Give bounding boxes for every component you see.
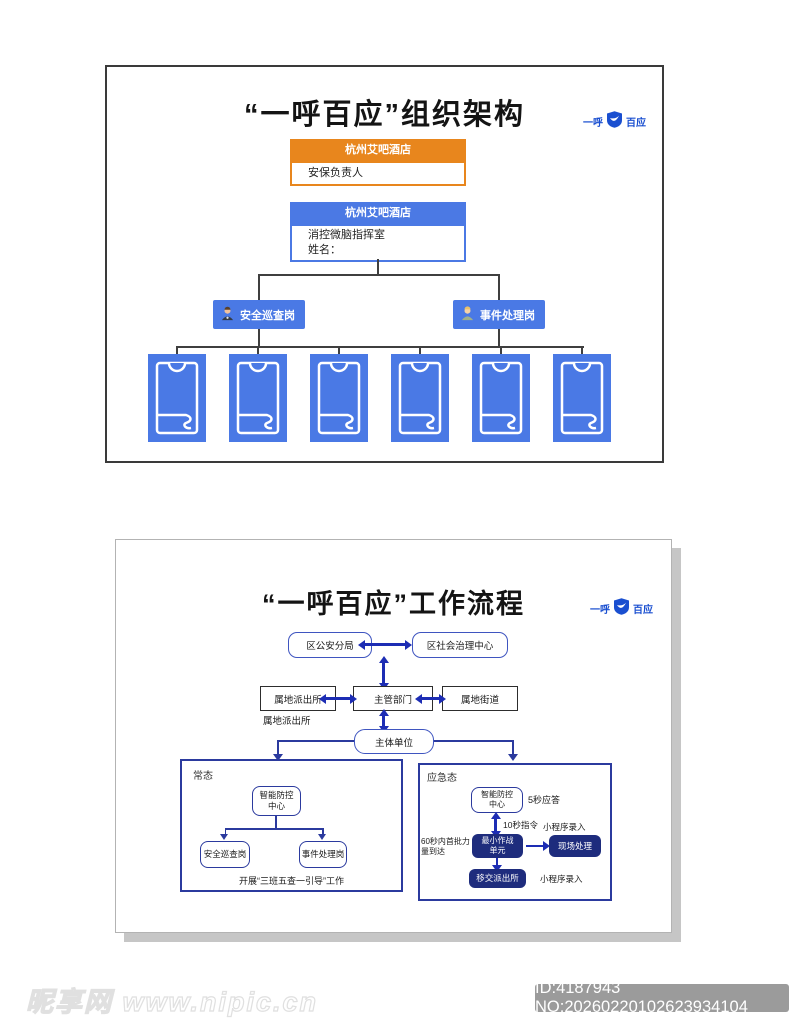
- panel-label: 常态: [193, 771, 213, 782]
- branch-label: 事件处理岗: [480, 309, 535, 322]
- connector-line: [176, 346, 584, 348]
- staff-badge-icon: [391, 354, 449, 442]
- connector-line: [225, 828, 323, 830]
- brand-logo-prefix: 一呼: [590, 604, 610, 616]
- node-smart-control-center: 智能防控 中心: [252, 786, 301, 816]
- node-safety-patrol: 安全巡查岗: [200, 841, 250, 868]
- connector-line: [258, 274, 500, 276]
- brand-logo-suffix: 百应: [626, 117, 646, 129]
- node-line2: 中心: [267, 801, 285, 811]
- node-smart-control-center: 智能防控 中心: [471, 787, 523, 813]
- normal-panel-footer: 开展“三班五查一引导”工作: [239, 876, 344, 886]
- double-arrow-vertical: [378, 656, 389, 690]
- connector-line: [275, 816, 277, 829]
- connector-line: [498, 274, 500, 300]
- connector-line: [278, 740, 354, 742]
- org-node-body-line2: 姓名：: [308, 244, 341, 256]
- single-arrow-down: [492, 858, 502, 872]
- event-staff-icon: [460, 305, 475, 324]
- node-line1: 智能防控: [259, 790, 294, 801]
- branch-safety-patrol: 安全巡查岗: [213, 300, 305, 329]
- connector-line: [512, 740, 514, 755]
- staff-badge-icon: [472, 354, 530, 442]
- security-guard-icon: [220, 306, 235, 324]
- node-transfer-to-station: 移交派出所: [469, 869, 526, 888]
- connector-line: [434, 740, 513, 742]
- node-incident-handling: 事件处理岗: [299, 841, 347, 868]
- branch-label: 安全巡查岗: [240, 309, 295, 322]
- connector-line: [338, 346, 340, 356]
- label-applet-entry-bottom: 小程序录入: [540, 874, 583, 884]
- arrowhead-down: [220, 834, 228, 840]
- connector-line: [377, 259, 379, 274]
- double-arrow-horizontal: [358, 639, 412, 650]
- node-line2: 中心: [489, 800, 505, 809]
- label-applet-entry-top: 小程序录入: [543, 822, 586, 832]
- flow-chart-title: “一呼百应”工作流程: [262, 589, 525, 619]
- label-command-time: 10秒指令: [503, 820, 538, 830]
- connector-line: [419, 346, 421, 356]
- org-node-hotel-security: 杭州艾吧酒店 安保负责人: [290, 139, 466, 186]
- staff-badge-icon: [553, 354, 611, 442]
- brand-logo-prefix: 一呼: [583, 117, 603, 129]
- staff-badge-icon: [310, 354, 368, 442]
- node-governance-center: 区社会治理中心: [412, 632, 508, 658]
- double-arrow-vertical: [378, 709, 389, 733]
- org-chart-title: “一呼百应”组织架构: [243, 99, 525, 131]
- connector-line: [498, 329, 500, 346]
- connector-line: [258, 274, 260, 300]
- connector-line: [277, 740, 279, 755]
- connector-line: [500, 346, 502, 356]
- stray-label-local-station: 属地派出所: [263, 716, 311, 727]
- org-chart-card: “一呼百应”组织架构 一呼 百应 杭州艾吧酒店 安保负责人 杭州艾吧酒店 消控微…: [105, 65, 664, 463]
- arrowhead-down: [508, 754, 518, 761]
- connector-line: [581, 346, 583, 356]
- watermark-id-badge: ID:4187943 NO:20260220102623934104: [535, 979, 789, 1016]
- connector-line: [258, 329, 260, 346]
- panel-emergency-state: 应急态 智能防控 中心 5秒应答 10秒指令 最小作战 单元 60秒内首批力 量…: [418, 763, 612, 901]
- org-node-header: 杭州艾吧酒店: [290, 139, 466, 161]
- shield-icon: [614, 598, 629, 618]
- arrowhead-down: [318, 834, 326, 840]
- connector-line: [176, 346, 178, 356]
- node-line1: 最小作战: [481, 836, 514, 845]
- shield-icon: [607, 111, 622, 131]
- flow-chart-card: “一呼百应”工作流程 一呼 百应 区公安分局 区社会治理中心 属地派出所 主管部…: [115, 539, 672, 933]
- org-node-command-room: 杭州艾吧酒店 消控微脑指挥室 姓名：: [290, 202, 466, 262]
- node-line1: 智能防控: [481, 790, 513, 799]
- org-node-header: 杭州艾吧酒店: [290, 202, 466, 224]
- staff-badge-icon: [148, 354, 206, 442]
- branch-incident-handling: 事件处理岗: [453, 300, 545, 329]
- connector-line: [224, 828, 226, 835]
- label-response-time: 5秒应答: [528, 795, 561, 805]
- label-arrival-time: 60秒内首批力 量到达: [421, 837, 473, 857]
- staff-badge-icon: [229, 354, 287, 442]
- double-arrow-horizontal: [415, 693, 446, 704]
- node-minimum-combat-unit: 最小作战 单元: [472, 834, 523, 858]
- watermark-site-text: 昵享网 www.nipic.cn: [25, 986, 319, 1017]
- org-node-body-line1: 消控微脑指挥室: [308, 229, 385, 241]
- node-onsite-handling: 现场处理: [549, 835, 601, 857]
- double-arrow-vertical: [490, 812, 501, 838]
- connector-line: [322, 828, 324, 835]
- brand-logo-suffix: 百应: [633, 604, 653, 616]
- node-local-street: 属地街道: [442, 686, 518, 711]
- panel-label: 应急态: [427, 773, 457, 784]
- panel-normal-state: 常态 智能防控 中心 安全巡查岗 事件处理岗 开展“三班五查一引导”工作: [180, 759, 403, 892]
- brand-logo: 一呼 百应: [583, 111, 646, 131]
- connector-line: [257, 346, 259, 356]
- label-line1: 60秒内首批力: [421, 837, 470, 846]
- org-node-body: 安保负责人: [290, 161, 466, 186]
- arrowhead-down: [273, 754, 283, 761]
- label-line2: 量到达: [421, 847, 445, 856]
- org-node-body: 消控微脑指挥室 姓名：: [290, 224, 466, 262]
- double-arrow-horizontal: [319, 693, 357, 704]
- brand-logo: 一呼 百应: [590, 598, 653, 618]
- node-main-unit: 主体单位: [354, 729, 434, 754]
- single-arrow-right: [526, 841, 550, 851]
- node-line2: 单元: [489, 846, 506, 855]
